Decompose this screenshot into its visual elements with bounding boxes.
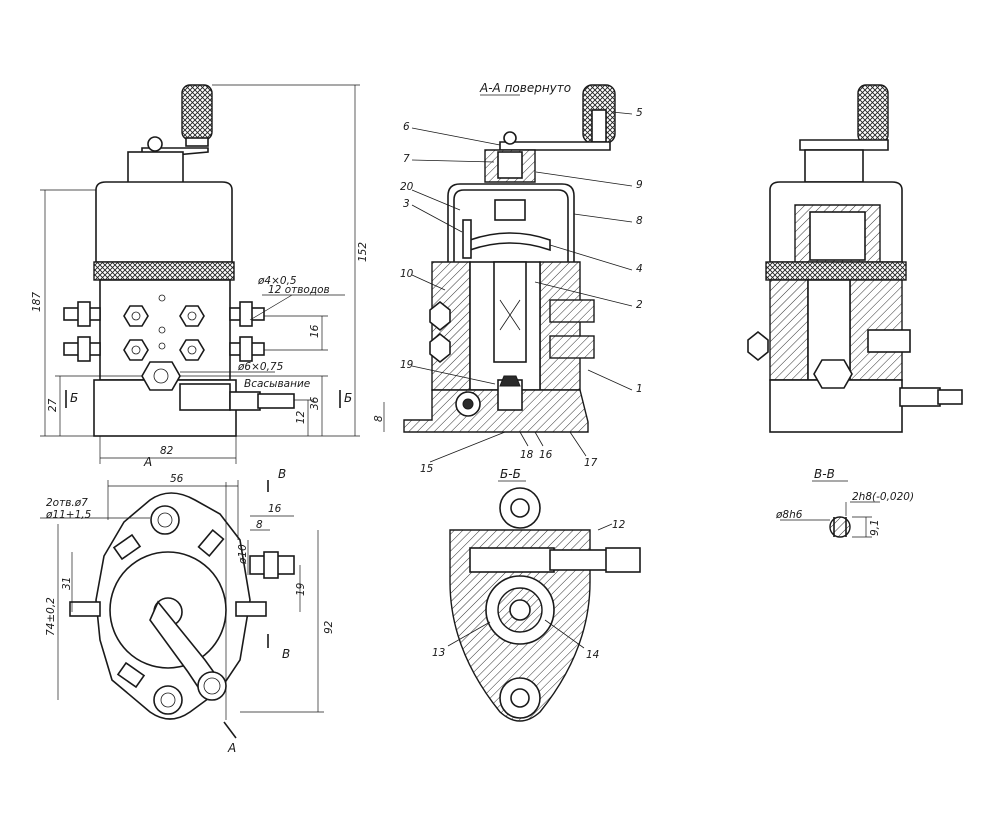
cap-block — [127, 151, 184, 185]
top-dimensions — [40, 480, 324, 739]
dim-82: 82 — [160, 445, 174, 457]
holes-note: 2отв.ø7 — [46, 497, 88, 509]
leader-15: 15 — [420, 463, 434, 475]
leader-13: 13 — [432, 647, 445, 659]
top-view: 2отв.ø7 ø11+1,5 56 16 8 ø10 31 74±0,2 92… — [40, 455, 335, 755]
dim-27: 27 — [47, 398, 59, 412]
inlet-fitting — [257, 393, 295, 409]
knob-knurled — [181, 84, 213, 141]
dim-19: 19 — [295, 582, 307, 596]
leader-10: 10 — [400, 268, 414, 280]
outlet-section-lower — [549, 335, 595, 359]
base-section — [403, 389, 589, 433]
front-dimensions — [40, 84, 360, 464]
dim-16-top: 16 — [268, 503, 282, 515]
leader-14: 14 — [586, 649, 599, 661]
leader-12: 12 — [612, 519, 626, 531]
section-bb: Б-Б 12 13 14 — [432, 467, 641, 722]
section-vv: ø8h6 2h8(-0,020) 9,1 — [775, 491, 914, 538]
right-view: В-В — [747, 84, 963, 482]
dim-shaft: ø8h6 — [775, 509, 803, 521]
front-view: 187 152 ø4×0,5 12 отводов ø6×0,75 Всасыв… — [31, 84, 369, 464]
outlet-section-upper — [549, 299, 595, 323]
dim-8-top: 8 — [256, 519, 263, 531]
leader-4: 4 — [636, 263, 643, 275]
section-vv-label: В-В — [814, 467, 835, 481]
dim-31: 31 — [61, 577, 73, 590]
mark-b-right: Б — [344, 391, 352, 405]
dim-9-1: 9,1 — [869, 519, 881, 536]
crank-hub — [147, 136, 163, 152]
section-bb-title: Б-Б — [500, 467, 521, 481]
inlet-label: Всасывание — [244, 378, 310, 390]
leader-16: 16 — [539, 449, 553, 461]
body-nuts — [123, 294, 205, 361]
inlet-plug — [141, 361, 181, 391]
dim-12: 12 — [295, 410, 307, 424]
leader-1: 1 — [636, 383, 643, 395]
leader-8: 8 — [636, 215, 643, 227]
leader-7: 7 — [403, 153, 410, 165]
leader-18: 18 — [520, 449, 534, 461]
outlet-fittings-left — [63, 301, 101, 362]
dim-16: 16 — [309, 324, 321, 338]
leader-20: 20 — [400, 181, 414, 193]
cover-housing — [95, 181, 233, 263]
dim-outlets-count: 12 отводов — [268, 284, 330, 296]
dim-outlets: ø4×0,5 — [257, 275, 297, 287]
leader-6: 6 — [403, 121, 410, 133]
section-aa-leaders — [411, 111, 633, 463]
leader-9: 9 — [636, 179, 643, 191]
leader-17: 17 — [584, 457, 598, 469]
shaft-section — [829, 516, 851, 538]
dim-d10: ø10 — [237, 544, 249, 565]
section-aa-title: А-А повернуто — [479, 81, 571, 95]
mark-b-left: Б — [70, 391, 78, 405]
plunger — [493, 261, 527, 363]
dim-187: 187 — [31, 292, 43, 312]
dim-d11: ø11+1,5 — [45, 509, 92, 521]
mark-v-top: В — [278, 467, 286, 481]
dim-74: 74±0,2 — [45, 597, 57, 636]
dim-56: 56 — [170, 473, 184, 485]
body-section-right — [539, 261, 581, 391]
section-crank — [499, 141, 611, 151]
leader-3: 3 — [403, 198, 410, 210]
knurled-ring — [93, 261, 235, 281]
mark-a-bottom: А — [227, 741, 236, 755]
leader-5: 5 — [636, 107, 643, 119]
top-fittings — [69, 528, 295, 689]
dim-36: 36 — [309, 396, 321, 410]
mark-a-top: А — [143, 455, 152, 469]
dim-92: 92 — [323, 620, 335, 634]
section-aa: А-А повернуто — [373, 81, 643, 475]
inlet-boss — [179, 383, 231, 411]
dim-8-aa: 8 — [373, 415, 385, 422]
leader-19: 19 — [400, 359, 414, 371]
dim-inlet: ø6×0,75 — [237, 361, 284, 373]
outlet-fittings-right — [229, 301, 265, 362]
dim-flat: 2h8(-0,020) — [852, 491, 914, 503]
dim-152: 152 — [357, 242, 369, 262]
knob-base — [185, 137, 209, 147]
leader-2: 2 — [636, 299, 643, 311]
mark-v-bottom: В — [282, 647, 290, 661]
